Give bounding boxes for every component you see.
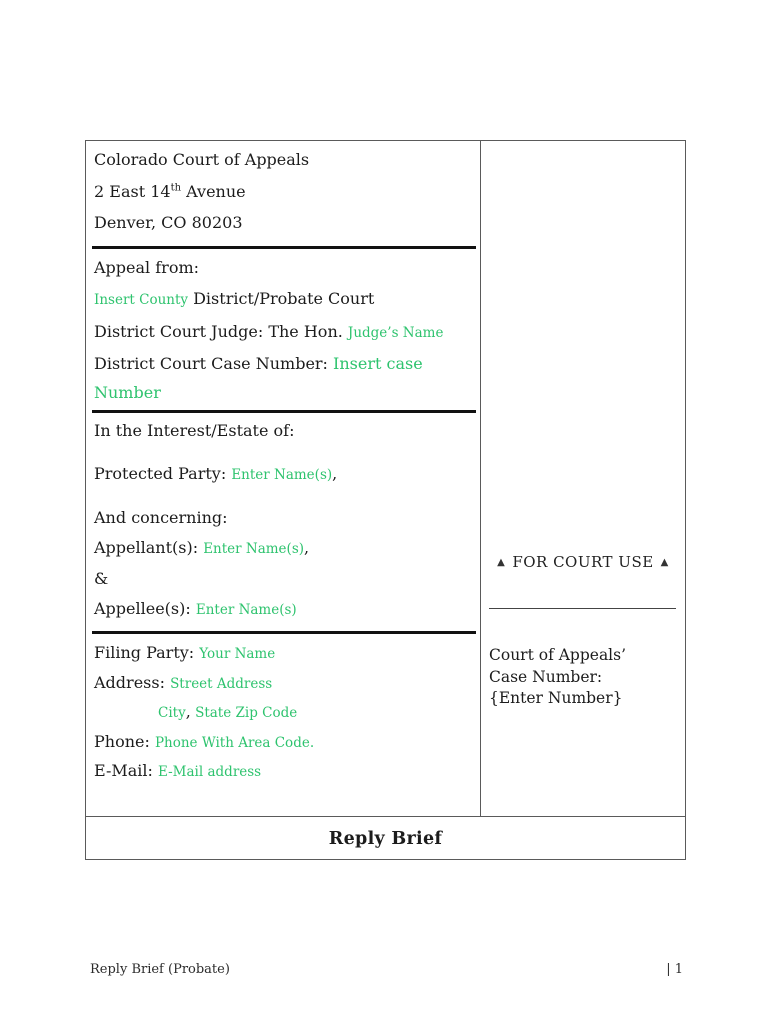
filing-party-placeholder-field[interactable]: Your Name (199, 646, 276, 662)
court-use-divider (489, 608, 676, 609)
email-placeholder-field[interactable]: E-Mail address (158, 764, 262, 780)
email-line: E-Mail: E-Mail address (94, 761, 262, 780)
street-address-placeholder-field[interactable]: Street Address (170, 675, 273, 692)
appellant-line: Appellant(s): Enter Name(s), (94, 538, 310, 557)
city-placeholder-field[interactable]: City (158, 705, 186, 721)
document-title-row: Reply Brief (86, 816, 685, 860)
state-zip-placeholder-field[interactable]: State Zip Code (190, 705, 298, 721)
court-header-section: Colorado Court of Appeals 2 East 14th Av… (94, 144, 470, 239)
section-divider (92, 245, 476, 249)
county-placeholder-field[interactable]: Insert County (94, 292, 189, 308)
ordinal-superscript: th (170, 182, 182, 194)
interest-estate-section: In the Interest/Estate of: Protected Par… (94, 416, 470, 625)
ampersand-line: & (94, 569, 109, 588)
and-concerning-line: And concerning: (94, 508, 228, 527)
protected-party-line: Protected Party: Enter Name(s), (94, 464, 338, 483)
section-divider (92, 410, 476, 413)
up-arrow-icon: ▲ (497, 557, 506, 568)
filing-party-section: Filing Party: Your Name Address: Street … (94, 639, 470, 787)
appeals-case-number-block: Court of Appeals’ Case Number: {Enter Nu… (489, 645, 626, 710)
court-address: 2 East 14th Avenue (94, 181, 246, 201)
caption-table: Colorado Court of Appeals 2 East 14th Av… (85, 140, 686, 860)
caption-left-column: Colorado Court of Appeals 2 East 14th Av… (86, 141, 481, 816)
appeals-case-line1: Court of Appeals’ (489, 646, 627, 664)
court-name: Colorado Court of Appeals (94, 150, 310, 169)
appellee-line: Appellee(s): Enter Name(s) (94, 599, 297, 618)
appeals-case-line2: Case Number: (489, 667, 603, 686)
interest-heading: In the Interest/Estate of: (94, 421, 295, 440)
city-state-zip-line: City, State Zip Code (158, 702, 298, 721)
document-title: Reply Brief (328, 828, 443, 849)
blank-line (94, 446, 470, 459)
case-number-placeholder-field[interactable]: Insert case Number (94, 354, 423, 402)
case-number-line: District Court Case Number: Insert case … (94, 354, 423, 402)
phone-line: Phone: Phone With Area Code. (94, 731, 315, 751)
page-footer: Reply Brief (Probate) | 1 (90, 962, 683, 977)
appeals-case-number-placeholder-field[interactable]: {Enter Number} (489, 689, 623, 707)
judge-line: District Court Judge: The Hon. Judge’s N… (94, 321, 444, 341)
for-court-use-banner: ▲ FOR COURT USE ▲ (481, 553, 685, 571)
protected-party-placeholder-field[interactable]: Enter Name(s) (231, 467, 333, 483)
section-divider (92, 631, 476, 634)
phone-placeholder-field[interactable]: Phone With Area Code. (154, 734, 315, 751)
blank-line (94, 490, 470, 503)
address-line: Address: Street Address (94, 672, 273, 692)
appellant-placeholder-field[interactable]: Enter Name(s) (203, 541, 305, 557)
footer-page-number: | 1 (666, 962, 683, 977)
appeal-court-line: Insert County District/Probate Court (94, 289, 375, 308)
footer-document-name: Reply Brief (Probate) (90, 962, 230, 977)
appeal-heading: Appeal from: (94, 257, 200, 277)
filing-party-line: Filing Party: Your Name (94, 643, 276, 662)
for-court-use-column: ▲ FOR COURT USE ▲ Court of Appeals’ Case N… (481, 141, 685, 816)
up-arrow-icon: ▲ (660, 557, 669, 568)
appellee-placeholder-field[interactable]: Enter Name(s) (195, 602, 297, 618)
judge-name-placeholder-field[interactable]: Judge’s Name (347, 324, 444, 341)
for-court-use-label: FOR COURT USE (512, 553, 654, 571)
court-city-line: Denver, CO 80203 (94, 213, 243, 232)
appeal-from-section: Appeal from: Insert County District/Prob… (94, 254, 470, 408)
